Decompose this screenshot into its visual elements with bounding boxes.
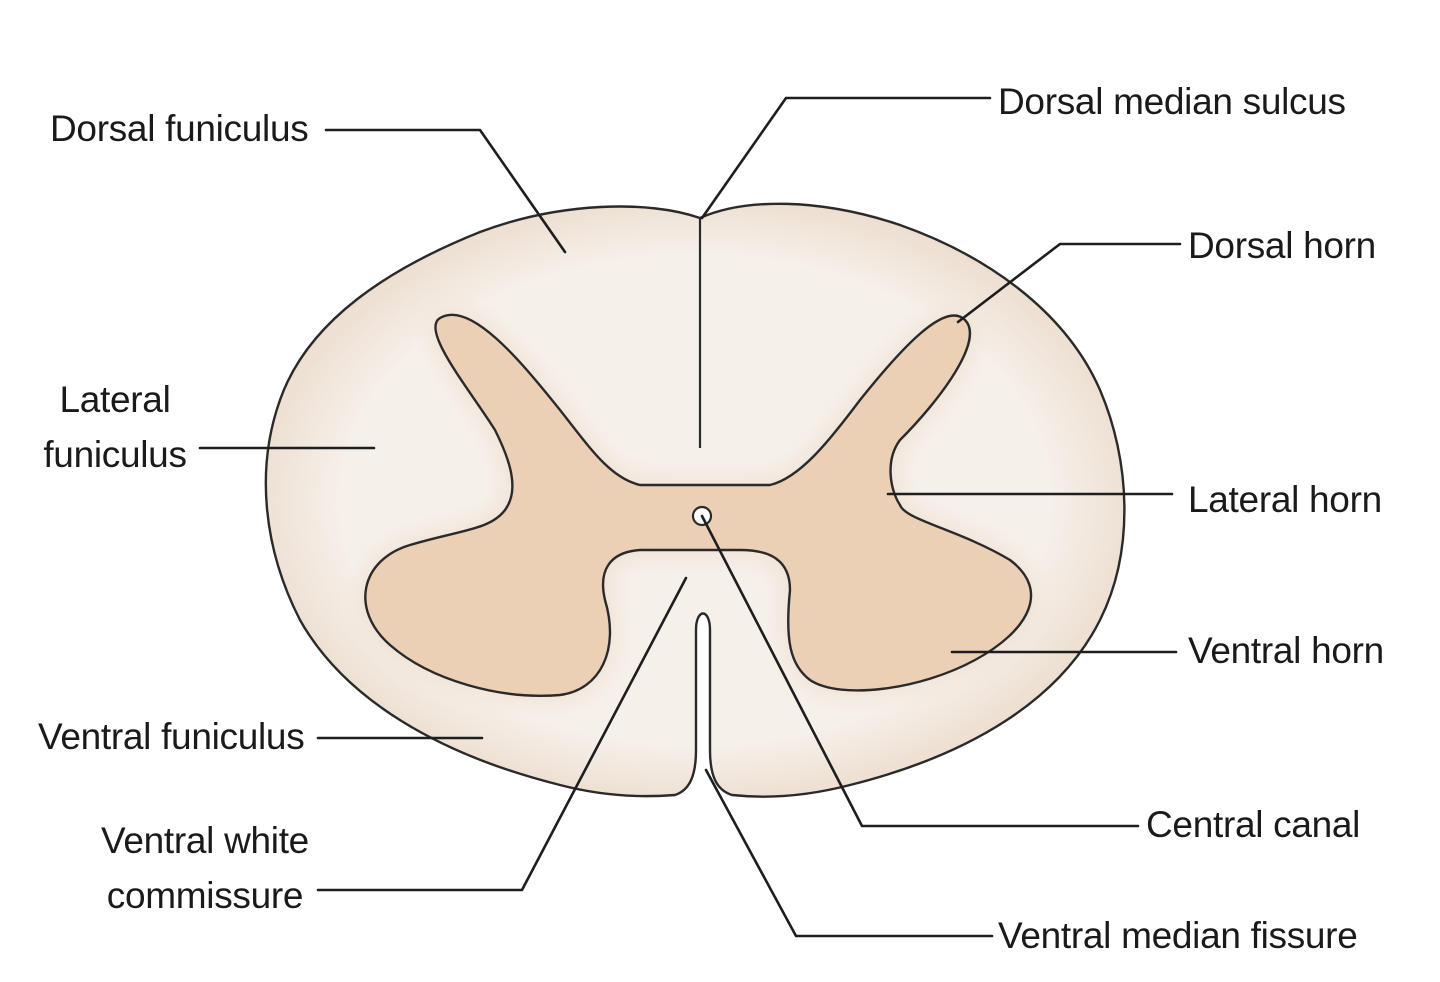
label-ventral-median-fissure: Ventral median fissure [998,915,1358,956]
label-ventral-white-commissure-line-1: Ventral white [101,820,309,861]
label-lateral-horn: Lateral horn [1188,479,1382,520]
leader-ventral-white-commissure [316,576,688,892]
leader-dorsal-horn [956,242,1182,324]
leader-dorsal-median-sulcus [700,96,992,220]
grey-matter [364,313,1033,697]
label-lateral-funiculus: Lateral funiculus [40,381,190,473]
label-lateral-funiculus-line-2: funiculus [43,434,187,475]
leader-dorsal-funiculus [324,128,567,254]
leader-ventral-median-fissure [704,768,994,938]
label-dorsal-median-sulcus: Dorsal median sulcus [998,81,1346,122]
label-central-canal: Central canal [1146,804,1361,845]
label-ventral-funiculus: Ventral funiculus [38,716,305,757]
label-lateral-funiculus-line-1: Lateral [59,379,171,420]
leader-central-canal [700,514,1140,828]
label-dorsal-horn: Dorsal horn [1188,225,1376,266]
label-ventral-white-commissure: Ventral white commissure [90,822,320,914]
label-dorsal-funiculus: Dorsal funiculus [50,108,309,149]
label-ventral-white-commissure-line-2: commissure [106,875,304,916]
label-ventral-horn: Ventral horn [1188,630,1384,671]
